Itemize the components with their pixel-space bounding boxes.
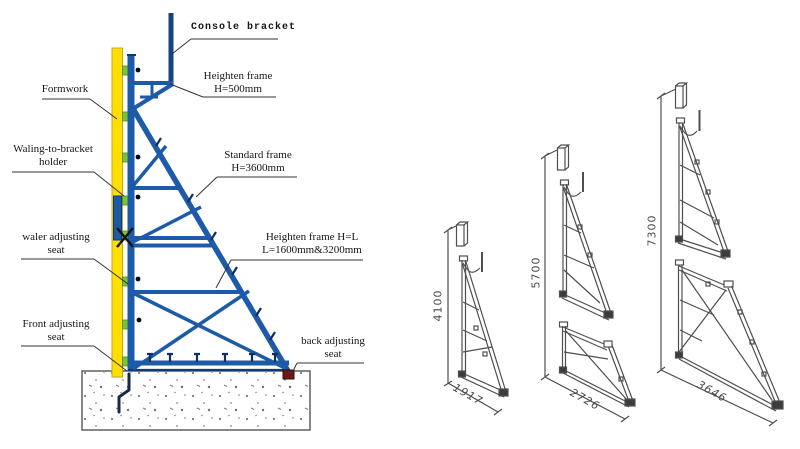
waler-bar bbox=[113, 195, 122, 241]
label-standard-frame: Standard frame H=3600mm bbox=[224, 149, 292, 174]
label-waler-seat: waler adjusting seat bbox=[22, 231, 90, 256]
label-back-seat: back adjusting seat bbox=[301, 335, 365, 360]
dim-height-small: 4100 bbox=[431, 289, 445, 322]
bolt-dots bbox=[135, 67, 142, 323]
waling-connectors bbox=[122, 65, 129, 367]
front-adjusting-seat-hook bbox=[117, 372, 131, 414]
label-front-seat: Front adjusting seat bbox=[22, 318, 90, 343]
leader-lines bbox=[12, 38, 364, 378]
frame-variant-large bbox=[656, 82, 784, 427]
label-console-bracket: Console bracket bbox=[191, 22, 297, 33]
label-waling-holder: Waling-to-bracket holder bbox=[13, 143, 93, 168]
dim-height-large: 7300 bbox=[645, 214, 659, 247]
label-heighten-frame-l: Heighten frame H=L L=1600mm&3200mm bbox=[262, 231, 362, 256]
frame-variant-small bbox=[443, 221, 509, 416]
label-heighten-frame-top: Heighten frame H=500mm bbox=[203, 70, 273, 95]
label-formwork: Formwork bbox=[41, 83, 89, 95]
dim-height-medium: 5700 bbox=[529, 256, 543, 289]
bolt-stubs bbox=[147, 137, 278, 362]
frame-variant-medium bbox=[540, 144, 636, 423]
main-bracket-truss bbox=[127, 54, 291, 373]
concrete-foundation bbox=[81, 370, 311, 431]
waler-adjusting-seat-cross bbox=[116, 227, 134, 248]
back-adjusting-seat bbox=[282, 369, 295, 380]
